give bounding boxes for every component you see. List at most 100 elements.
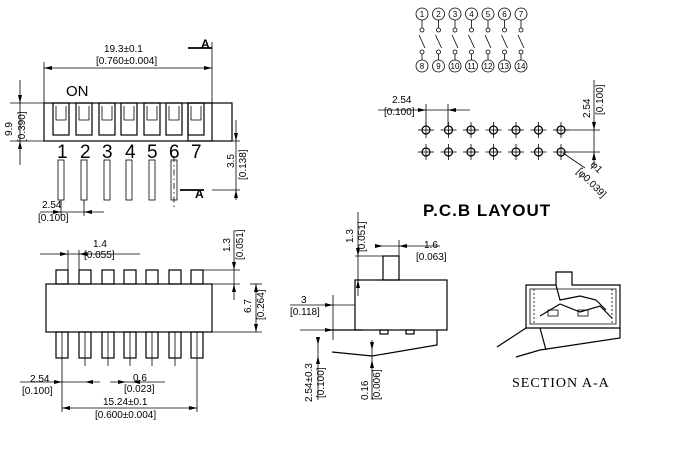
pcb-hole [466, 147, 476, 157]
side-actuator-h-dim-inch: [0.051] [357, 221, 368, 252]
front-view: 19.3±0.1 [0.760±0.004] A ON 1 2 [4, 37, 249, 224]
height-dim: 9.9 [4, 122, 15, 136]
schematic-bottom-pin [481, 59, 495, 73]
standoff-dim-inch: [0.118] [290, 307, 320, 318]
pcb-hole [533, 147, 544, 157]
pcb-hole [511, 147, 521, 157]
schematic-bottom-pin-label: 13 [500, 62, 509, 71]
schematic-contact [469, 27, 474, 33]
pcb-hole [421, 147, 431, 157]
schematic-bottom-pin-label: 8 [420, 62, 425, 71]
body-height-dim: 6.7 [243, 299, 254, 313]
pcb-hole [466, 125, 476, 135]
schematic-bottom-pin [498, 59, 511, 73]
schematic-switch-blade [468, 34, 475, 49]
pin-width-dim: 0.6 [133, 373, 147, 384]
pin-width-dim-inch: [0.023] [124, 384, 155, 395]
pcb-pitch-dim: 2.54 [392, 95, 412, 106]
front-pins [57, 156, 178, 210]
width-dim: 19.3±0.1 [104, 44, 143, 55]
pcb-hole [488, 147, 499, 157]
schematic-bottom-pin-label: 11 [467, 62, 476, 71]
switch-number-1: 1 [57, 142, 68, 163]
schematic-contact [469, 49, 474, 55]
section-mark-bottom: A [195, 187, 204, 201]
schematic-top-pin-label: 1 [420, 10, 425, 19]
schematic-switch-blade [418, 34, 426, 49]
top-pitch-dim-inch: [0.100] [22, 386, 53, 397]
schematic-contact [485, 49, 491, 55]
pcb-hole [533, 125, 544, 135]
schematic-switch-blade [484, 34, 492, 49]
schematic-top-pin-label: 6 [502, 10, 507, 19]
pitch-dim-inch: [0.100] [38, 213, 69, 224]
pin-thickness-dim: 0.16 [360, 380, 371, 400]
switch-number-2: 2 [80, 142, 91, 163]
pitch-dim: 2.54 [42, 200, 62, 211]
section-a-a: SECTION A-A [496, 271, 621, 391]
pin-length-dim: 3.5 [226, 154, 237, 168]
pcb-layout-title: P.C.B LAYOUT [423, 201, 551, 220]
pin-length-dim-inch: [0.138] [238, 149, 249, 180]
schematic-contact [518, 27, 524, 33]
schematic-bottom-pin-label: 9 [436, 62, 441, 71]
side-view: 1.3 [0.051] 1.6 [0.063] 3 [0.118] 2.54±0… [290, 212, 448, 402]
schematic-top-pin-label: 2 [436, 10, 441, 19]
switch-number-6: 6 [169, 142, 180, 163]
top-actuators [55, 269, 204, 285]
top-pins [55, 331, 204, 366]
schematic-top-pin-label: 4 [469, 10, 474, 19]
side-actuator-h-dim: 1.3 [345, 229, 356, 243]
schematic-bottom-pin [432, 59, 445, 73]
pcb-hole [443, 147, 454, 157]
schematic-bottom-pin [448, 59, 462, 73]
schematic-top-pin-label: 7 [519, 10, 524, 19]
schematic-switch-blade [501, 34, 508, 49]
pcb-hole [556, 147, 566, 157]
section-label: SECTION A-A [512, 376, 610, 391]
schematic-bottom-pin-label: 12 [484, 62, 493, 71]
top-pitch-dim: 2.54 [30, 374, 50, 385]
standoff-dim: 3 [301, 295, 307, 306]
row-span-dim: 15.24±0.1 [103, 397, 148, 408]
actuator-height-dim: 1.3 [222, 238, 233, 252]
pcb-layout: P.C.B LAYOUT 2.54 [0.100] 2.54 [0.100] φ… [378, 80, 608, 220]
pcb-hole-dim-inch: [φ0.039] [574, 166, 608, 200]
schematic-contact [502, 27, 507, 33]
height-dim-inch: [0.390] [17, 111, 28, 142]
schematic-bottom-pin [465, 59, 478, 73]
switch-windows [52, 102, 205, 136]
pcb-hole [556, 125, 566, 135]
row-span-dim-inch: [0.600±0.004] [95, 410, 156, 421]
schematic-top-pin-label: 3 [453, 10, 458, 19]
schematic-switch-blade [435, 34, 442, 49]
pcb-pitch-dim-inch: [0.100] [384, 107, 415, 118]
top-view: 1.4 [0.055] 1.3 [0.051] 6.7 [0.264] 2.54… [20, 229, 267, 421]
side-actuator-w-dim: 1.6 [424, 240, 438, 251]
actuator-height-dim-inch: [0.051] [235, 229, 246, 260]
switch-number-3: 3 [102, 142, 113, 163]
schematic-contact [419, 49, 425, 55]
body-height-dim-inch: [0.264] [256, 289, 267, 320]
pin-row-dim-inch: [0.100] [316, 367, 327, 398]
pcb-row-dim-inch: [0.100] [595, 84, 606, 115]
pcb-hole [443, 125, 454, 135]
schematic-contact [452, 27, 458, 33]
schematic-switch-blade [451, 34, 459, 49]
pcb-hole [511, 125, 521, 135]
schematic-contact [419, 27, 425, 33]
schematic-bottom-pin-label: 14 [517, 62, 526, 71]
schematic-contact [485, 27, 491, 33]
pcb-row-dim: 2.54 [582, 98, 593, 118]
section-mark-top: A [201, 37, 210, 51]
actuator-width-dim: 1.4 [93, 239, 107, 250]
pin-thickness-dim-inch: [0.006] [372, 369, 383, 400]
on-label: ON [66, 83, 89, 100]
width-dim-inch: [0.760±0.004] [96, 56, 157, 67]
schematic-contact [436, 27, 441, 33]
actuator-width-dim-inch: [0.055] [84, 250, 115, 261]
schematic-contact [518, 49, 524, 55]
pin-row-dim: 2.54±0.3 [304, 363, 315, 402]
